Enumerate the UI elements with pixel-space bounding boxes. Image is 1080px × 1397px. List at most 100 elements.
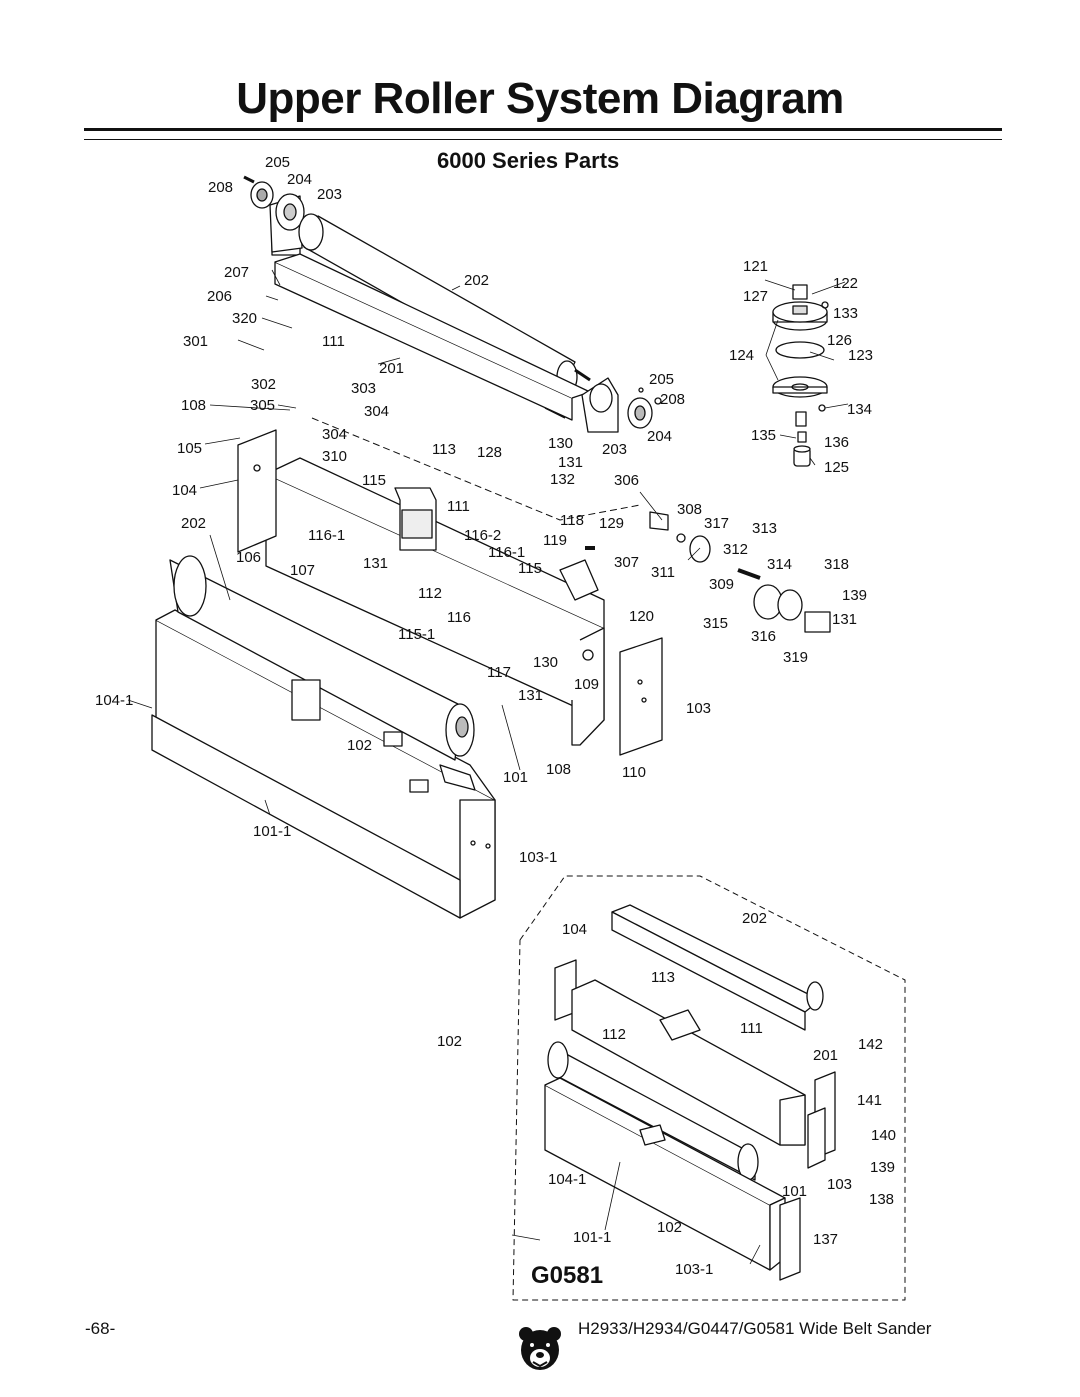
part-label: 112 — [418, 585, 442, 602]
part-label: 104 — [562, 921, 588, 938]
part-label: 115 — [362, 472, 386, 489]
part-label: 116-1 — [488, 544, 526, 561]
part-label: 202 — [464, 272, 490, 289]
title-rule-thin — [84, 139, 1002, 140]
part-label: 107 — [290, 562, 316, 579]
part-label: 124 — [729, 347, 755, 364]
part-label: 129 — [599, 515, 625, 532]
part-label: 105 — [177, 440, 203, 457]
part-label: 118 — [560, 512, 584, 529]
side-cover-103 — [619, 637, 663, 756]
part-label: 137 — [813, 1231, 839, 1248]
title-rule-thick — [84, 128, 1002, 131]
part-label: 203 — [602, 441, 628, 458]
part-label: 127 — [743, 288, 769, 305]
part-label: 116-2 — [464, 527, 502, 544]
part-label: 108 — [546, 761, 572, 778]
part-label: 304 — [322, 426, 348, 443]
part-label: 202 — [742, 910, 768, 927]
part-label: 303 — [351, 380, 377, 397]
part-label: 108 — [181, 397, 207, 414]
part-label: 117 — [487, 664, 511, 681]
part-label: 316 — [751, 628, 777, 645]
air-cylinder-assembly — [772, 284, 829, 467]
part-label: 103 — [827, 1176, 853, 1193]
part-label: 101-1 — [253, 823, 292, 840]
part-label: 202 — [181, 515, 207, 532]
diagram-subtitle: 6000 Series Parts — [437, 148, 620, 173]
upper-roller-top — [243, 175, 591, 421]
part-label: 125 — [824, 459, 850, 476]
part-label: 110 — [622, 764, 646, 781]
part-label: 140 — [871, 1127, 897, 1144]
part-label: 301 — [183, 333, 209, 350]
main-roller-assembly — [151, 429, 605, 919]
part-label: 306 — [614, 472, 640, 489]
part-label: 131 — [363, 555, 389, 572]
part-label: 113 — [651, 969, 675, 986]
part-label: 139 — [842, 587, 868, 604]
part-label: 102 — [347, 737, 373, 754]
part-label: 135 — [751, 427, 777, 444]
part-label: 104-1 — [95, 692, 134, 709]
part-label: 132 — [550, 471, 576, 488]
bear-logo-icon — [519, 1327, 561, 1370]
part-label: 111 — [740, 1020, 763, 1037]
part-label: 131 — [518, 687, 544, 704]
footer-title: H2933/H2934/G0447/G0581 Wide Belt Sander — [578, 1319, 932, 1338]
part-label: 138 — [869, 1191, 895, 1208]
part-label: 101-1 — [573, 1229, 612, 1246]
part-label: 121 — [743, 258, 769, 275]
part-label: 130 — [533, 654, 559, 671]
part-label: 103 — [686, 700, 712, 717]
part-label: 113 — [432, 441, 456, 458]
part-label: 101 — [503, 769, 529, 786]
part-label: 128 — [477, 444, 503, 461]
part-label: 115-1 — [398, 626, 436, 643]
part-label: 311 — [651, 564, 675, 581]
part-label: 133 — [833, 305, 859, 322]
model-label: G0581 — [531, 1262, 604, 1289]
part-label: 103-1 — [519, 849, 558, 866]
part-label: 126 — [827, 332, 853, 349]
part-label: 109 — [574, 676, 600, 693]
part-label: 142 — [858, 1036, 884, 1053]
right-bearing-assembly — [581, 377, 662, 433]
part-label: 103-1 — [675, 1261, 714, 1278]
part-label: 141 — [857, 1092, 883, 1109]
part-label: 111 — [322, 333, 345, 350]
part-label: 134 — [847, 401, 873, 418]
part-label: 120 — [629, 608, 655, 625]
part-label: 106 — [236, 549, 262, 566]
part-label: 208 — [208, 179, 234, 196]
part-label: 102 — [437, 1033, 463, 1050]
part-label: 207 — [224, 264, 250, 281]
part-label: 313 — [752, 520, 778, 537]
part-label: 307 — [614, 554, 640, 571]
part-label: 204 — [287, 171, 313, 188]
part-label: 312 — [723, 541, 749, 558]
part-label: 319 — [783, 649, 809, 666]
page-number: -68- — [85, 1319, 116, 1338]
part-label: 302 — [251, 376, 277, 393]
part-label: 115 — [518, 560, 542, 577]
part-label: 317 — [704, 515, 730, 532]
part-label: 205 — [265, 154, 291, 171]
part-label: 320 — [232, 310, 258, 327]
part-label: 201 — [813, 1047, 839, 1064]
part-label: 101 — [782, 1183, 808, 1200]
part-label: 119 — [543, 532, 567, 549]
part-label: 131 — [832, 611, 858, 628]
g0581-inset-border — [512, 875, 906, 1301]
part-label: 131 — [558, 454, 584, 471]
part-label: 139 — [870, 1159, 896, 1176]
part-label: 310 — [322, 448, 348, 465]
part-label: 123 — [848, 347, 874, 364]
part-label: 201 — [379, 360, 405, 377]
page-title: Upper Roller System Diagram — [236, 74, 844, 123]
part-label: 206 — [207, 288, 233, 305]
part-label: 204 — [647, 428, 673, 445]
part-label: 308 — [677, 501, 703, 518]
part-label: 305 — [250, 397, 276, 414]
